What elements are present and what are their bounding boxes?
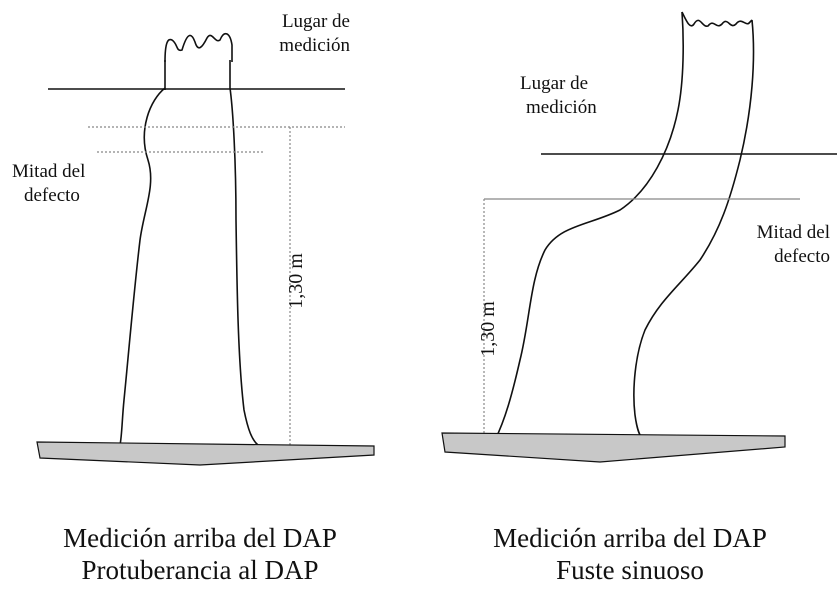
right-caption-line1: Medición arriba del DAP bbox=[493, 523, 767, 553]
left-measure-label-line1: Lugar de bbox=[281, 11, 350, 32]
left-caption: Medición arriba del DAP Protuberancia al… bbox=[0, 522, 400, 586]
right-height-label: 1,30 m bbox=[477, 301, 499, 357]
right-defect-label-line1: Mitad del bbox=[756, 222, 830, 243]
left-trunk-right-edge bbox=[229, 60, 259, 446]
left-panel-drawing bbox=[36, 32, 375, 466]
right-panel-drawing bbox=[441, 11, 837, 463]
left-defect-label: Mitad del defecto bbox=[12, 160, 85, 208]
left-caption-line1: Medición arriba del DAP bbox=[63, 523, 337, 553]
right-caption-line2: Fuste sinuoso bbox=[556, 555, 704, 585]
right-trunk-broken-top bbox=[681, 11, 753, 27]
right-measure-label-line2: medición bbox=[526, 97, 597, 118]
right-defect-label-line2: defecto bbox=[774, 246, 830, 267]
right-measure-label: Lugar de medición bbox=[520, 72, 597, 120]
right-trunk-right-edge bbox=[633, 19, 755, 443]
right-ground bbox=[441, 432, 786, 463]
right-defect-label: Mitad del defecto bbox=[712, 221, 830, 269]
left-caption-line2: Protuberancia al DAP bbox=[81, 555, 319, 585]
left-measure-label-line2: medición bbox=[279, 35, 350, 56]
left-height-label: 1,30 m bbox=[285, 253, 307, 309]
right-trunk-left-edge bbox=[494, 11, 684, 441]
left-ground bbox=[36, 441, 375, 466]
left-trunk-left-edge bbox=[119, 60, 166, 446]
right-measure-label-line1: Lugar de bbox=[520, 73, 589, 94]
left-defect-label-line1: Mitad del bbox=[12, 161, 86, 182]
left-measure-label: Lugar de medición bbox=[228, 10, 350, 58]
right-caption: Medición arriba del DAP Fuste sinuoso bbox=[430, 522, 830, 586]
left-trunk-broken-top bbox=[164, 32, 233, 63]
left-defect-label-line2: defecto bbox=[24, 185, 80, 206]
